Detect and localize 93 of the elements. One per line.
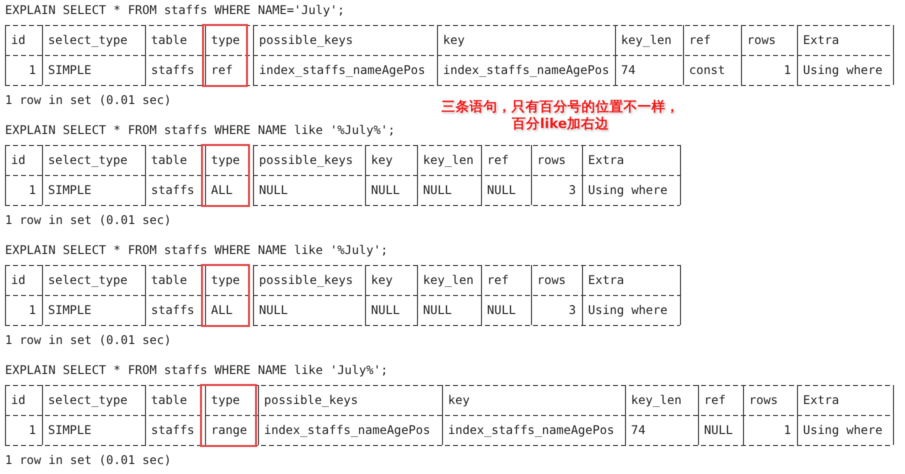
table-cell: 74 (621, 63, 636, 77)
table-cell: SIMPLE (48, 303, 92, 317)
command-line: EXPLAIN SELECT * FROM staffs WHERE NAME='July'; (5, 3, 345, 17)
header-cell: rows (537, 153, 566, 167)
table-cell: NULL (487, 183, 516, 197)
table-cell: Using where (588, 183, 668, 197)
header-cell: select_type (48, 33, 128, 47)
header-cell: possible_keys (264, 393, 358, 407)
highlight-box (200, 384, 257, 447)
table-cell: staffs (151, 423, 194, 437)
table-cell: ALL (211, 303, 233, 317)
header-cell: key (448, 393, 470, 407)
table-cell: NULL (423, 183, 452, 197)
header-cell: id (11, 393, 26, 407)
header-cell: rows (537, 273, 566, 287)
table-cell: const (689, 63, 726, 77)
header-cell: select_type (48, 393, 128, 407)
header-cell: table (151, 33, 188, 47)
header-cell: rows (747, 33, 776, 47)
table-cell: index_staffs_nameAgePos (259, 63, 426, 77)
table-cell: index_staffs_nameAgePos (264, 423, 430, 437)
table-cell: 1 (784, 63, 791, 77)
header-cell: type (211, 153, 240, 167)
table-cell: 74 (631, 423, 646, 437)
table-cell: NULL (704, 423, 733, 437)
header-cell: id (11, 153, 26, 167)
command-line: EXPLAIN SELECT * FROM staffs WHERE NAME like 'July%'; (5, 363, 388, 377)
header-cell: possible_keys (259, 33, 353, 47)
table-cell: SIMPLE (48, 63, 92, 77)
table-cell: ref (211, 63, 233, 77)
command-line: EXPLAIN SELECT * FROM staffs WHERE NAME like '%July%'; (5, 123, 396, 137)
table-cell: NULL (371, 303, 400, 317)
table-cell: NULL (259, 183, 288, 197)
table-cell: SIMPLE (48, 423, 92, 437)
table-cell: staffs (151, 63, 194, 77)
status-line: 1 row in set (0.01 sec) (5, 453, 172, 467)
table-cell: 1 (28, 303, 36, 317)
status-line: 1 row in set (0.01 sec) (5, 93, 172, 107)
header-cell: type (211, 33, 240, 47)
status-line: 1 row in set (0.01 sec) (5, 213, 172, 227)
table-cell: Using where (588, 303, 668, 317)
header-cell: possible_keys (259, 153, 353, 167)
header-cell: table (151, 273, 188, 287)
header-cell: id (11, 33, 26, 47)
table-cell: SIMPLE (48, 183, 92, 197)
header-cell: ref (487, 153, 509, 167)
table-cell: 1 (28, 423, 36, 437)
header-cell: key (371, 273, 393, 287)
header-cell: ref (689, 33, 711, 47)
table-cell: 1 (28, 63, 36, 77)
table-cell: NULL (423, 303, 452, 317)
header-cell: table (151, 393, 188, 407)
table-cell: 3 (568, 303, 576, 317)
highlight-box (201, 144, 250, 207)
table-cell: Using where (803, 423, 882, 437)
header-cell: table (151, 153, 188, 167)
header-cell: key_len (621, 33, 672, 47)
header-cell: ref (487, 273, 509, 287)
header-cell: key_len (423, 273, 474, 287)
table-cell: Using where (803, 63, 882, 77)
header-cell: key_len (631, 393, 682, 407)
header-cell: ref (704, 393, 726, 407)
table-cell: 1 (784, 423, 791, 437)
header-cell: select_type (48, 153, 128, 167)
table-cell: NULL (371, 183, 400, 197)
highlight-box (202, 24, 248, 87)
header-cell: Extra (803, 33, 840, 47)
header-cell: rows (749, 393, 778, 407)
header-cell: key_len (423, 153, 474, 167)
table-cell: range (211, 423, 248, 437)
table-cell: index_staffs_nameAgePos (448, 423, 614, 437)
header-cell: possible_keys (259, 273, 353, 287)
status-line: 1 row in set (0.01 sec) (5, 333, 172, 347)
header-cell: key (443, 33, 465, 47)
table-cell: index_staffs_nameAgePos (443, 63, 610, 77)
header-cell: Extra (588, 273, 624, 287)
highlight-box (201, 264, 250, 327)
header-cell: key (371, 153, 393, 167)
header-cell: Extra (588, 153, 624, 167)
annotation-text: 三条语句，只有百分号的位置不一样，百分like加右边 (440, 99, 680, 133)
table-cell: staffs (151, 183, 194, 197)
header-cell: Extra (803, 393, 840, 407)
table-cell: NULL (259, 303, 288, 317)
command-line: EXPLAIN SELECT * FROM staffs WHERE NAME like '%July'; (5, 243, 388, 257)
header-cell: type (211, 273, 240, 287)
table-cell: 1 (28, 183, 36, 197)
table-cell: ALL (211, 183, 233, 197)
header-cell: id (11, 273, 26, 287)
header-cell: select_type (48, 273, 128, 287)
header-cell: type (211, 393, 240, 407)
table-cell: 3 (568, 183, 576, 197)
table-cell: NULL (487, 303, 516, 317)
table-cell: staffs (151, 303, 194, 317)
